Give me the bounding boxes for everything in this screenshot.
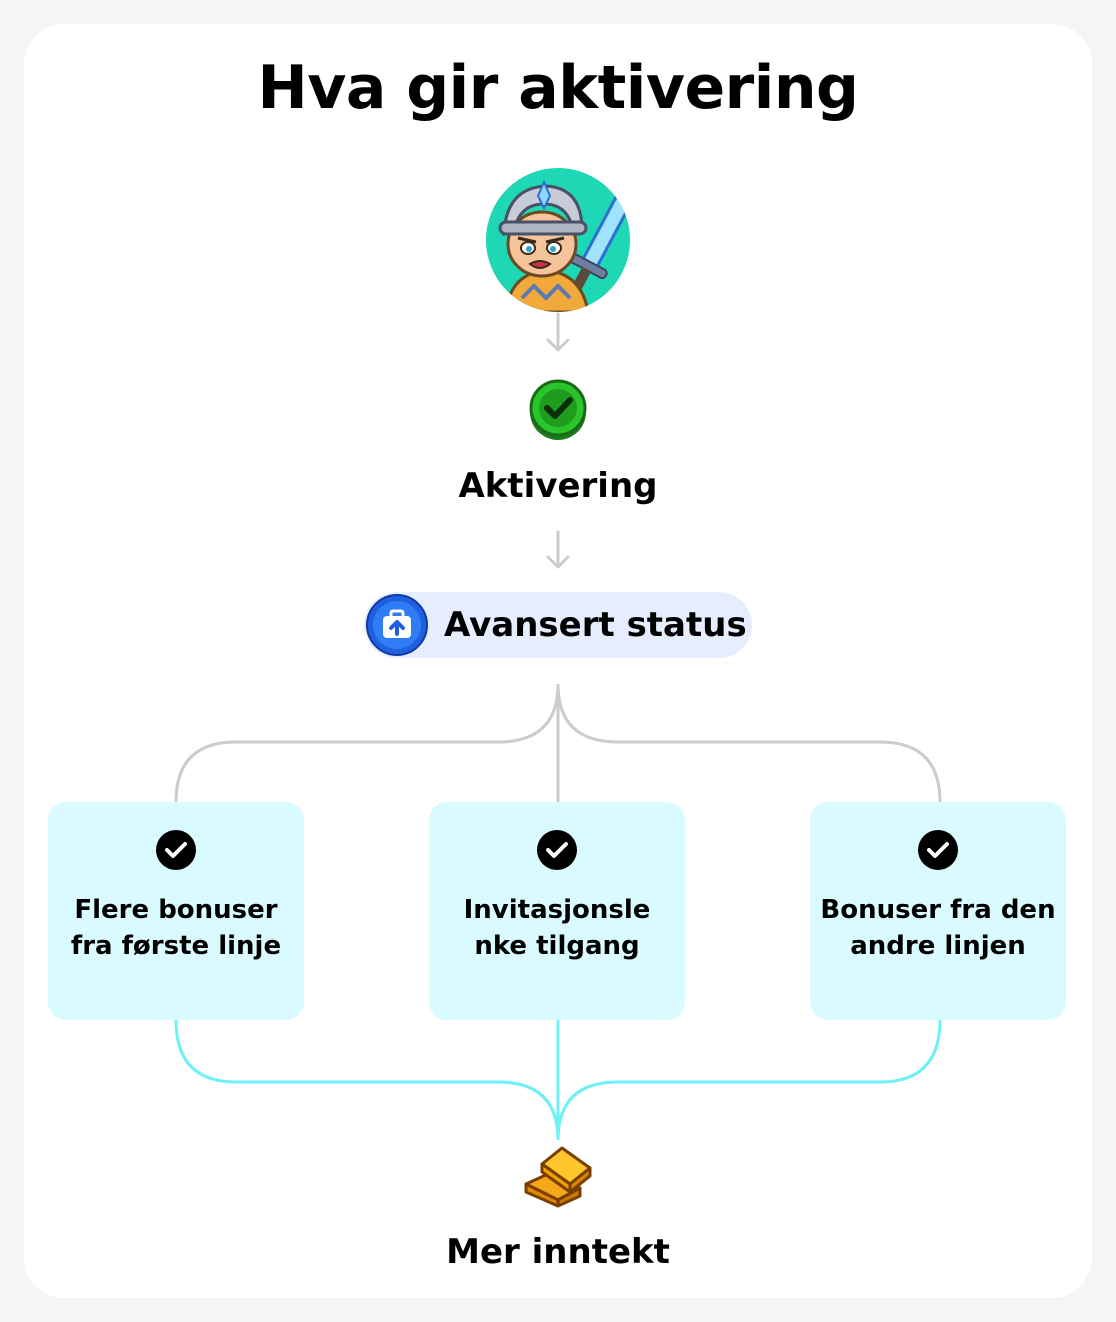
knight-avatar-icon xyxy=(486,168,630,312)
check-icon xyxy=(156,830,196,870)
activation-label: Aktivering xyxy=(458,466,658,506)
benefit-card-invitation-link: Invitasjonsle nke tilgang xyxy=(429,802,685,1020)
status-label: Avansert status xyxy=(444,605,747,645)
benefit-card-second-line: Bonuser fra den andre linjen xyxy=(810,802,1066,1020)
arrow-avatar-to-activation xyxy=(546,312,570,352)
benefit-card-first-line: Flere bonuser fra første linje xyxy=(48,802,304,1020)
income-label: Mer inntekt xyxy=(446,1232,670,1272)
branch-status-to-benefits xyxy=(174,683,942,803)
status-badge: Avansert status xyxy=(364,592,752,658)
gold-bars-icon xyxy=(520,1144,596,1208)
merge-benefits-to-income xyxy=(174,1019,942,1141)
check-icon xyxy=(918,830,958,870)
benefit-label: Flere bonuser fra første linje xyxy=(70,895,282,961)
check-icon xyxy=(537,830,577,870)
arrow-activation-to-status xyxy=(546,530,570,569)
benefit-label: Invitasjonsle nke tilgang xyxy=(463,895,651,961)
green-check-icon xyxy=(528,378,588,442)
benefit-label: Bonuser fra den andre linjen xyxy=(820,895,1056,961)
page-title: Hva gir aktivering xyxy=(257,53,859,123)
briefcase-upgrade-icon xyxy=(366,594,428,656)
